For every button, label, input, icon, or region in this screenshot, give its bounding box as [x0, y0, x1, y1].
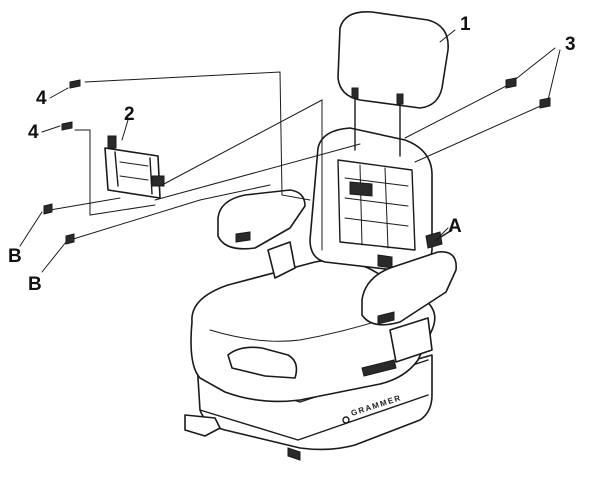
lever-a [425, 229, 453, 249]
label-b-bottom: B [28, 274, 42, 295]
headrest [337, 11, 449, 157]
label-4-bottom: 4 [28, 122, 39, 143]
label-b-top: B [8, 246, 22, 267]
armrest-left [217, 189, 306, 279]
wiring [43, 47, 561, 251]
backrest [309, 127, 433, 273]
label-a: A [448, 216, 462, 237]
bracket [104, 135, 165, 199]
label-3: 3 [565, 34, 576, 55]
label-1: 1 [460, 14, 471, 35]
label-2: 2 [124, 104, 135, 125]
leader-lines [19, 29, 456, 273]
armrest-right [361, 251, 457, 377]
label-4-top: 4 [36, 88, 47, 109]
